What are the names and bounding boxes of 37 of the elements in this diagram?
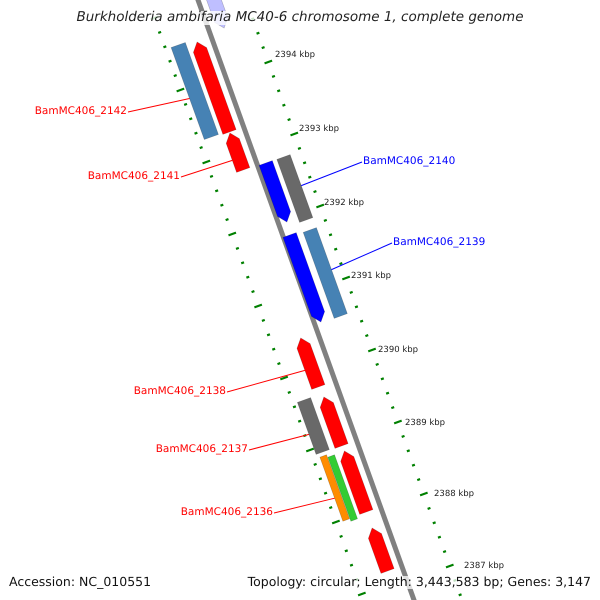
scale-label: 2387 kbp xyxy=(464,562,504,570)
title: Burkholderia ambifaria MC40-6 chromosome 1, complete genome xyxy=(76,11,524,24)
gene-feature xyxy=(258,160,291,222)
gene-label: BamMC406_2138 xyxy=(134,386,226,396)
gene-feature xyxy=(276,154,314,223)
scale-label: 2393 kbp xyxy=(299,125,340,134)
gene-feature xyxy=(340,450,374,515)
leader-line xyxy=(331,242,392,270)
footer-text: Topology: circular; Length: 3,443,583 bp; Genes: 3,147 xyxy=(248,576,591,588)
footer-text: Accession: NC_010551 xyxy=(9,576,152,588)
gene-feature xyxy=(368,528,394,574)
gene-feature xyxy=(282,232,325,322)
scale-label: 2388 kbp xyxy=(434,490,474,498)
gene-label: BamMC406_2140 xyxy=(363,156,456,166)
leader-line xyxy=(226,370,306,392)
leader-line xyxy=(274,498,336,514)
scale-label: 2392 kbp xyxy=(324,199,364,208)
leader-line xyxy=(180,160,233,178)
gene-label: BamMC406_2139 xyxy=(393,237,486,248)
gene-feature xyxy=(296,338,326,390)
leader-line xyxy=(128,98,190,112)
leader-line xyxy=(248,434,310,450)
gene-feature xyxy=(320,454,350,522)
gene-feature xyxy=(302,227,348,319)
gene-feature xyxy=(193,42,236,135)
scale-label: 2394 kbp xyxy=(275,51,316,60)
gene-label: BamMC406_2136 xyxy=(180,507,273,518)
gene-feature xyxy=(320,396,348,449)
gene-feature xyxy=(297,397,330,455)
gene-label: BamMC406_2142 xyxy=(34,106,127,116)
scale-label: 2389 kbp xyxy=(405,419,446,428)
scale-label: 2390 kbp xyxy=(378,346,418,354)
gene-feature xyxy=(328,454,358,522)
gene-label: BamMC406_2141 xyxy=(88,171,180,182)
gene-label: BamMC406_2137 xyxy=(156,444,248,454)
gene-feature xyxy=(226,132,250,173)
gene-feature xyxy=(170,42,219,140)
